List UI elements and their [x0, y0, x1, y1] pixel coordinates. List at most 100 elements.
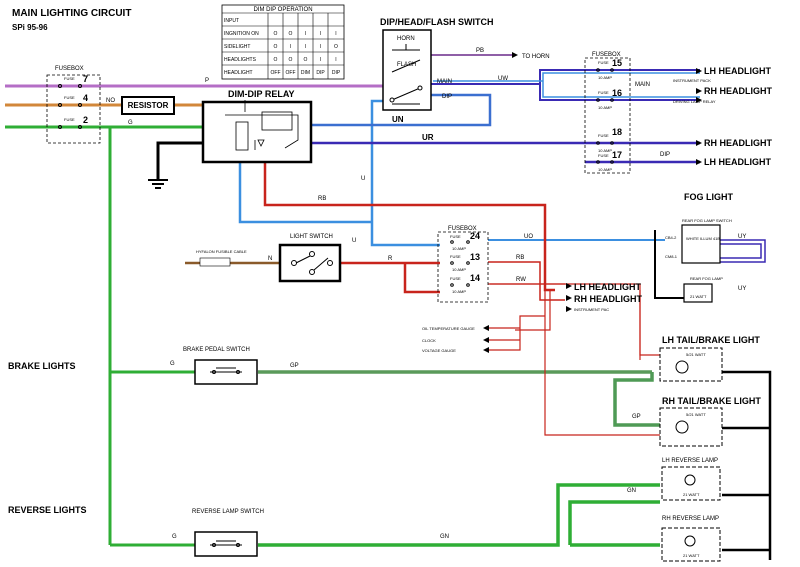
- table-cell: O: [334, 44, 338, 50]
- fog-switch-inner: WHITE ILLUM 41B: [686, 236, 720, 241]
- rh-tail-label: RH TAIL/BRAKE LIGHT: [662, 396, 761, 406]
- wire-label-un: UN: [392, 115, 404, 124]
- fuse-18: FUSE 10 AMP 18: [596, 127, 622, 153]
- fog-switch-label: REAR FOG LAMP SWITCH: [682, 218, 732, 223]
- output-lh-headlight-2: LH HEADLIGHT: [704, 157, 771, 167]
- table-cell: O: [289, 31, 293, 37]
- light-switch-label: LIGHT SWITCH: [290, 234, 333, 240]
- wire-label-gn: GN: [440, 534, 449, 540]
- wire-label-gp-2: GP: [632, 414, 641, 420]
- wire-gauges: [485, 315, 545, 351]
- rh-reverse-lamp: RH REVERSE LAMP 21 WATT: [661, 516, 721, 562]
- table-title: DIM DIP OPERATION: [253, 7, 312, 13]
- wire-label-uy-2: UY: [738, 286, 746, 292]
- wire-black-return: [722, 370, 772, 560]
- table-cell: O: [274, 44, 278, 50]
- switch-title: DIP/HEAD/FLASH SWITCH: [380, 17, 494, 27]
- wire-label-g: G: [128, 120, 133, 126]
- table-cell: OFF: [286, 70, 296, 76]
- wire-fog-black: [654, 230, 695, 299]
- fuse-label: FUSE: [598, 90, 609, 95]
- fuse-amp: 10 AMP: [598, 105, 612, 110]
- brake-pedal-switch: BRAKE PEDAL SWITCH: [183, 347, 258, 385]
- output-rh-headlight: RH HEADLIGHT: [704, 86, 772, 96]
- rh-tail-brake-light: RH TAIL/BRAKE LIGHT 5/21 WATT: [659, 396, 761, 447]
- hyfalon-label: HYFALON FUSIBLE CABLE: [196, 249, 247, 254]
- fog-title: FOG LIGHT: [684, 192, 733, 202]
- fuse-amp: 10 AMP: [452, 267, 466, 272]
- rh-reverse-label: RH REVERSE LAMP: [662, 516, 719, 522]
- gauge-voltage: VOLTAGE GAUGE: [422, 348, 456, 353]
- rh-reverse-watt: 21 WATT: [683, 553, 700, 558]
- wire-label-ur: UR: [422, 133, 434, 142]
- brake-switch-label: BRAKE PEDAL SWITCH: [183, 347, 250, 353]
- fuse-label: FUSE: [598, 133, 609, 138]
- output-rh-headlight-2: RH HEADLIGHT: [704, 138, 772, 148]
- wire-label-u: U: [361, 176, 365, 182]
- wire-label-rb-2: RB: [516, 255, 524, 261]
- table-cell: I: [320, 31, 321, 37]
- page-subtitle: SPi 95-96: [12, 23, 48, 32]
- fuse-number: 16: [612, 88, 622, 98]
- fuse-number: 2: [83, 115, 88, 125]
- lh-reverse-watt: 21 WATT: [683, 492, 700, 497]
- wire-label-gn-2: GN: [627, 488, 636, 494]
- fog-code-2: CM8-1: [665, 254, 678, 259]
- wire-r: [340, 261, 440, 294]
- gauge-clock: CLOCK: [422, 338, 436, 343]
- lh-tail-watt: 5/21 WATT: [686, 352, 706, 357]
- fuse-24: FUSE 10 AMP 24: [450, 231, 480, 251]
- wire-rw-2: [490, 283, 641, 360]
- fuse-amp: 10 AMP: [598, 167, 612, 172]
- brake-section: BRAKE LIGHTS: [8, 361, 76, 371]
- fuse-label: FUSE: [64, 76, 75, 81]
- fuse-label: FUSE: [598, 153, 609, 158]
- fusebox-right-label: FUSEBOX: [592, 52, 621, 58]
- fuse-label: FUSE: [64, 117, 75, 122]
- earth-symbol: [148, 179, 168, 189]
- hyfalon-cable: HYFALON FUSIBLE CABLE N: [196, 249, 272, 267]
- wire-label-u-2: U: [352, 238, 356, 244]
- wire-g: [5, 125, 205, 547]
- wire-label-rb: RB: [318, 196, 326, 202]
- fuse-label: FUSE: [450, 276, 461, 281]
- output-driving-relay: DRIVING LAMP RELAY: [673, 99, 716, 104]
- table-cell: DIP: [316, 70, 325, 76]
- resistor-label: RESISTOR: [128, 101, 169, 110]
- fuse-number: 17: [612, 150, 622, 160]
- fog-lamp-label: REAR FOG LAMP: [690, 276, 723, 281]
- table-row-label: HEADLIGHTS: [224, 57, 257, 63]
- table-cell: O: [304, 57, 308, 63]
- wire-label-gp: GP: [290, 363, 299, 369]
- output-lh-headlight: LH HEADLIGHT: [704, 66, 771, 76]
- mid-lh-headlight: LH HEADLIGHT: [574, 282, 641, 292]
- fuse-number: 7: [83, 74, 88, 84]
- fuse-17: FUSE 10 AMP 17: [596, 150, 622, 172]
- fog-code-1: CB4-2: [665, 235, 677, 240]
- switch-dip: DIP: [442, 94, 452, 100]
- table-row-label: HEADLIGHT: [224, 70, 253, 76]
- lh-reverse-lamp: LH REVERSE LAMP 21 WATT: [661, 458, 721, 501]
- wire-uw: [430, 69, 700, 101]
- light-switch: LIGHT SWITCH: [278, 234, 342, 283]
- fuse-2: FUSE 2: [58, 115, 88, 129]
- fuse-number: 4: [83, 93, 88, 103]
- fuse-amp: 10 AMP: [452, 246, 466, 251]
- output-instrument-pack: INSTRUMENT PACK: [673, 78, 711, 83]
- wire-label-no: NO: [106, 98, 115, 104]
- wire-label-rw: RW: [516, 277, 526, 283]
- mid-outputs: LH HEADLIGHT RH HEADLIGHT INSTRUMENT PAC: [566, 282, 642, 312]
- lh-tail-brake-light: LH TAIL/BRAKE LIGHT 5/21 WATT: [659, 335, 760, 382]
- table-cell: OFF: [271, 70, 281, 76]
- reverse-lamp-switch: REVERSE LAMP SWITCH: [192, 509, 264, 557]
- fog-watt: 21 WATT: [690, 294, 707, 299]
- fuse-amp: 10 AMP: [598, 148, 612, 153]
- table-cell: I: [335, 31, 336, 37]
- rh-tail-watt: 5/21 WATT: [686, 412, 706, 417]
- wire-label-uy: UY: [738, 234, 746, 240]
- wire-rb: [263, 160, 555, 292]
- fusebox-left: FUSEBOX FUSE 7 FUSE 4 FUSE 2: [46, 66, 101, 144]
- table-cell: O: [274, 31, 278, 37]
- switch-flash: FLASH: [397, 62, 416, 68]
